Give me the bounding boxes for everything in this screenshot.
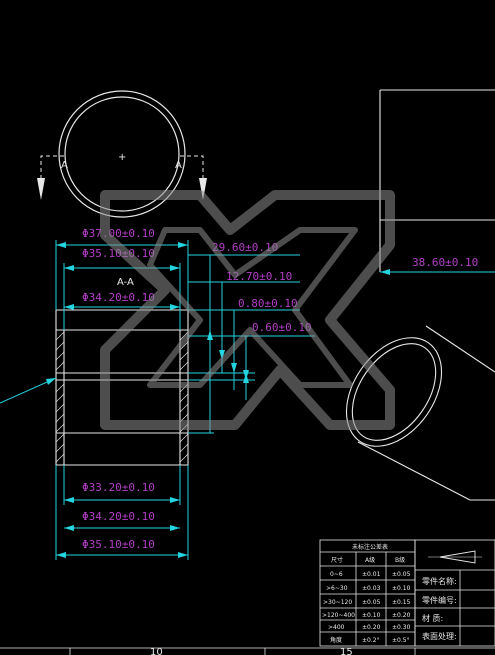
inner-circle (64, 96, 180, 212)
dim-h29: 29.60±0.10 (212, 241, 278, 254)
table-cell: >120~400 (322, 612, 355, 619)
title-block (414, 539, 495, 647)
tolerance-table (319, 539, 416, 647)
dim-h080: 0.80±0.10 (238, 297, 298, 310)
table-title: 未标注公差表 (352, 543, 388, 551)
table-cell: ±0.2° (362, 637, 380, 644)
iso-rim-outer (345, 337, 443, 447)
table-cell: 0~6 (330, 571, 343, 578)
iso-view (345, 325, 495, 501)
table-cell: ±0.20 (362, 624, 381, 631)
dim-34-bot: Φ34.20±0.10 (82, 510, 155, 523)
outer-circle (58, 90, 186, 218)
table-header-b: B级 (395, 556, 405, 564)
table-cell: >400 (328, 624, 345, 631)
table-cell: ±0.15 (392, 599, 411, 606)
dim-outer-top: Φ37.00±0.10 (82, 227, 155, 240)
arrow-down-right (199, 178, 207, 200)
section-markers (40, 155, 204, 178)
dimension-lines (0, 240, 495, 560)
ruler-label-10: 10 (150, 647, 163, 655)
dim-34-top: Φ34.20±0.10 (82, 291, 155, 304)
table-cell: ±0.10 (392, 585, 411, 592)
ruler-label-15: 15 (340, 647, 353, 655)
section-hatch (55, 331, 189, 463)
bottom-ruler (0, 647, 495, 655)
dimension-arrows (46, 242, 390, 558)
table-cell: 角度 (330, 636, 342, 644)
table-cell: ±0.30 (392, 624, 411, 631)
watermark-logo-icon (100, 190, 395, 430)
dim-len38: 38.60±0.10 (412, 256, 478, 269)
table-cell: ±0.5° (392, 637, 410, 644)
section-title: A-A (117, 277, 134, 288)
dim-35-bot: Φ35.10±0.10 (82, 538, 155, 551)
table-cell: ±0.05 (392, 571, 411, 578)
iso-rim-inner (351, 343, 437, 441)
section-view (55, 309, 189, 466)
dim-33-bot: Φ33.20±0.10 (82, 481, 155, 494)
title-part-no: 零件编号: (422, 595, 457, 605)
title-surface: 表面处理: (422, 631, 457, 641)
table-cell: ±0.01 (362, 571, 381, 578)
right-box (379, 89, 495, 272)
arrow-down-left (37, 178, 45, 200)
table-cell: >30~120 (323, 599, 352, 606)
table-cell: >6~30 (326, 585, 348, 592)
title-material: 材 质: (422, 613, 443, 623)
table-cell: ±0.03 (362, 585, 381, 592)
section-arrows (37, 178, 207, 200)
table-cell: ±0.05 (362, 599, 381, 606)
table-cell: ±0.10 (362, 612, 381, 619)
table-cell: ±0.20 (392, 612, 411, 619)
section-marker-left: A (61, 160, 68, 171)
table-header-size: 尺寸 (331, 556, 343, 564)
dim-h060: 0.60±0.10 (252, 321, 312, 334)
dimension-texts: Φ37.00±0.10 Φ35.10±0.10 Φ34.20±0.10 29.6… (82, 227, 478, 551)
top-view (58, 90, 186, 218)
table-header-a: A级 (365, 556, 375, 564)
section-marker-right: A (175, 160, 182, 171)
center-mark: + (118, 152, 126, 163)
title-part-name: 零件名称: (422, 576, 457, 586)
